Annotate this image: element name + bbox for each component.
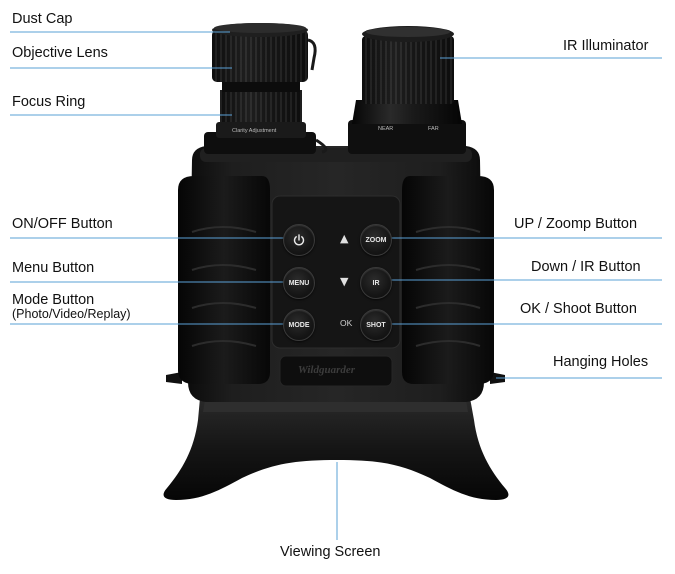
label-ok-shoot-button: OK / Shoot Button	[520, 301, 637, 317]
label-up-zoom-button: UP / Zoomp Button	[514, 216, 638, 232]
hanging-hole-left	[166, 372, 182, 384]
leader-lines	[10, 31, 662, 540]
label-menu-button: Menu Button	[12, 260, 95, 276]
ok-label: OK	[340, 318, 353, 328]
label-viewing-screen: Viewing Screen	[280, 544, 381, 560]
mode-button[interactable]: MODE	[283, 309, 315, 341]
menu-button[interactable]: MENU	[283, 267, 315, 299]
down-arrow-icon: ▼	[340, 275, 349, 288]
eyecup	[163, 398, 509, 500]
brand-plate	[279, 355, 393, 387]
label-on-off-button: ON/OFF Button	[12, 216, 113, 232]
label-ir-illuminator: IR Illuminator	[563, 38, 649, 54]
left-grip	[178, 176, 270, 384]
zoom-button[interactable]: ZOOM	[360, 224, 392, 256]
brand-logo: Wildguarder	[298, 364, 356, 376]
zoom-button-label: ZOOM	[365, 236, 387, 244]
far-text: FAR	[428, 126, 439, 132]
power-icon	[293, 234, 305, 246]
mode-button-label: MODE	[288, 321, 310, 329]
shot-button-label: SHOT	[366, 321, 386, 329]
menu-button-label: MENU	[288, 279, 310, 287]
label-objective-lens: Objective Lens	[12, 45, 108, 61]
label-down-ir-button: Down / IR Button	[531, 259, 641, 275]
label-mode-button-sub: (Photo/Video/Replay)	[12, 307, 131, 321]
up-arrow-icon: ▲	[340, 232, 349, 245]
label-hanging-holes: Hanging Holes	[553, 354, 649, 370]
label-mode-button: Mode Button	[12, 292, 95, 308]
shot-button[interactable]: SHOT	[360, 309, 392, 341]
label-dust-cap: Dust Cap	[12, 11, 73, 27]
label-focus-ring: Focus Ring	[12, 94, 86, 110]
clarity-adjustment-text: Clarity Adjustment	[232, 128, 277, 134]
power-button[interactable]	[283, 224, 315, 256]
near-text: NEAR	[378, 126, 394, 132]
ir-button-label: IR	[372, 279, 380, 287]
ir-button[interactable]: IR	[360, 267, 392, 299]
